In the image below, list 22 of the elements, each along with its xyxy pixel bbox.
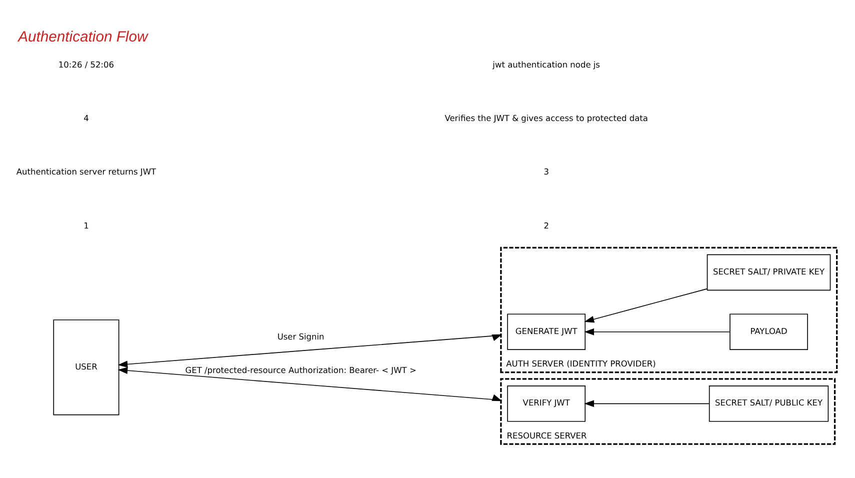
- arrow: [584, 328, 730, 336]
- arrow: [584, 288, 708, 323]
- label: 1: [84, 220, 89, 230]
- label: 10:26 / 52:06: [58, 59, 114, 70]
- label: Authentication server returns JWT: [16, 166, 156, 177]
- node-box: GENERATE JWT: [507, 314, 586, 350]
- label: 3: [544, 166, 549, 177]
- node-box: SECRET SALT/ PUBLIC KEY: [708, 386, 829, 422]
- edge-label: User Signin: [277, 331, 324, 342]
- node-box: USER: [53, 319, 120, 416]
- arrow: [118, 334, 502, 368]
- label: jwt authentication node js: [492, 59, 600, 70]
- node-box: PAYLOAD: [730, 314, 808, 350]
- label: 4: [84, 112, 89, 123]
- arrow: [118, 367, 502, 402]
- node-box: VERIFY JWT: [507, 386, 586, 422]
- arrow: [584, 400, 710, 408]
- label: 2: [544, 220, 549, 230]
- label: Verifies the JWT & gives access to protected data: [444, 112, 648, 123]
- node-box: SECRET SALT/ PRIVATE KEY: [706, 254, 831, 291]
- diagram-title: Authentication Flow: [18, 30, 148, 46]
- edge-label: GET /protected-resource Authorization: Bearer- < JWT >: [185, 365, 416, 376]
